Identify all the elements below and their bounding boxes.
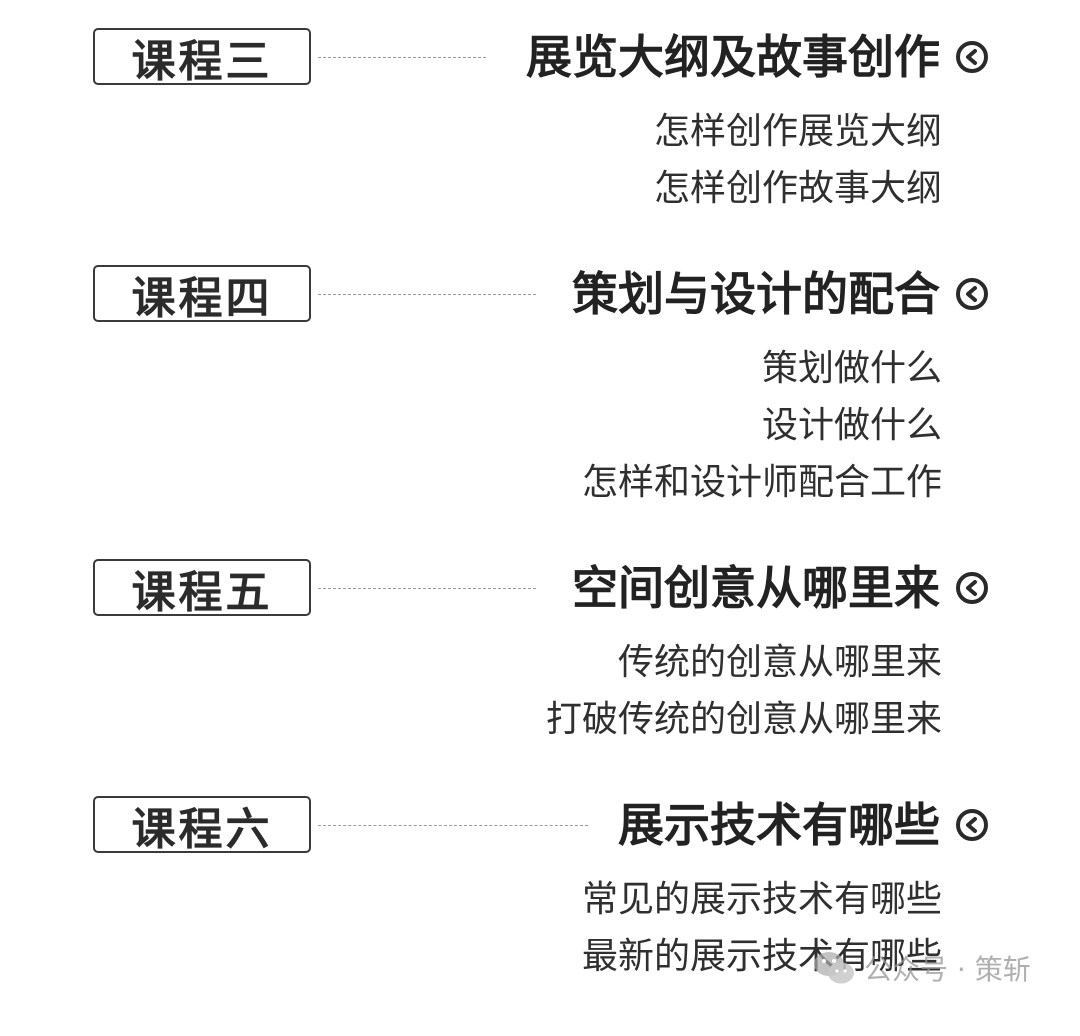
topic-list: 策划做什么 设计做什么 怎样和设计师配合工作 xyxy=(582,340,942,511)
topic-item: 传统的创意从哪里来 xyxy=(617,642,942,683)
course-badge: 课程五 xyxy=(93,559,311,618)
circle-chevron-left-icon xyxy=(956,809,988,841)
course-badge: 课程六 xyxy=(93,796,311,855)
topic-item: 怎样创作展览大纲 xyxy=(653,111,942,152)
dashed-connector xyxy=(318,588,536,589)
course-section-3: 课程三 展览大纲及故事创作 怎样创作展览大纲 怎样创作故事大纲 xyxy=(0,28,1080,268)
topic-item: 怎样创作故事大纲 xyxy=(653,168,942,209)
topic-item: 策划做什么 xyxy=(761,348,942,389)
course-section-6: 课程六 展示技术有哪些 常见的展示技术有哪些 最新的展示技术有哪些 xyxy=(0,796,1080,1036)
dashed-connector xyxy=(318,57,486,58)
course-title: 策划与设计的配合 xyxy=(572,267,940,321)
topic-item: 常见的展示技术有哪些 xyxy=(581,879,942,920)
circle-chevron-left-icon xyxy=(956,278,988,310)
watermark: 公众号 · 策斩 xyxy=(812,946,1031,990)
topic-item: 打破传统的创意从哪里来 xyxy=(545,699,942,740)
course-badge: 课程三 xyxy=(93,28,311,87)
course-title: 展示技术有哪些 xyxy=(618,798,940,852)
dashed-connector xyxy=(318,825,588,826)
topic-list: 传统的创意从哪里来 打破传统的创意从哪里来 xyxy=(546,634,942,748)
watermark-text: 公众号 · 策斩 xyxy=(864,953,1031,986)
course-section-4: 课程四 策划与设计的配合 策划做什么 设计做什么 怎样和设计师配合工作 xyxy=(0,265,1080,505)
course-section-5: 课程五 空间创意从哪里来 传统的创意从哪里来 打破传统的创意从哪里来 xyxy=(0,559,1080,799)
wechat-icon xyxy=(814,952,854,984)
topic-item: 最新的展示技术有哪些 xyxy=(581,936,942,977)
circle-chevron-left-icon xyxy=(956,572,988,604)
dashed-connector xyxy=(318,294,536,295)
topic-list: 常见的展示技术有哪些 最新的展示技术有哪些 xyxy=(582,871,942,985)
circle-chevron-left-icon xyxy=(956,41,988,73)
course-title: 展览大纲及故事创作 xyxy=(526,30,940,84)
course-title: 空间创意从哪里来 xyxy=(572,561,940,615)
topic-item: 怎样和设计师配合工作 xyxy=(581,462,942,503)
course-badge: 课程四 xyxy=(93,265,311,324)
topic-item: 设计做什么 xyxy=(761,405,942,446)
topic-list: 怎样创作展览大纲 怎样创作故事大纲 xyxy=(654,103,942,217)
